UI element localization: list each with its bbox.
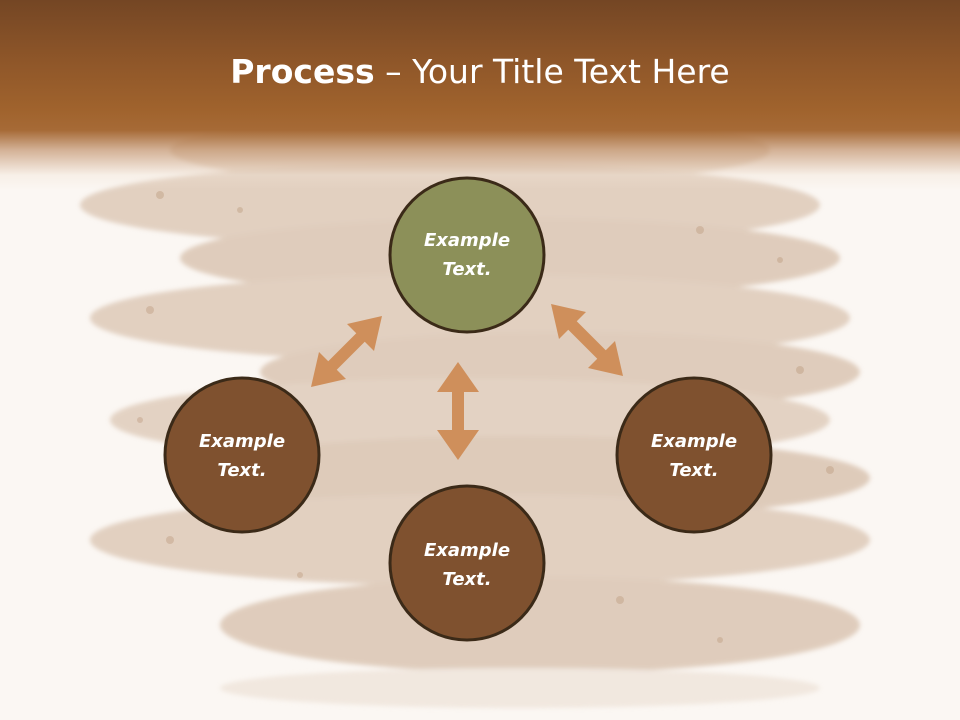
node-top-line2: Text. bbox=[442, 259, 491, 280]
arrow-top-left bbox=[311, 316, 382, 387]
node-left-line1: Example bbox=[199, 431, 285, 452]
title-bar bbox=[0, 0, 960, 190]
node-bottom-line1: Example bbox=[424, 540, 510, 561]
node-top-circle bbox=[388, 176, 546, 334]
arrow-vertical bbox=[437, 362, 479, 460]
title-strong: Process bbox=[230, 52, 375, 91]
node-bottom: Example Text. bbox=[388, 484, 546, 642]
slide-title: Process – Your Title Text Here bbox=[0, 52, 960, 91]
node-bottom-circle bbox=[388, 484, 546, 642]
node-left: Example Text. bbox=[163, 376, 321, 534]
node-right: Example Text. bbox=[615, 376, 773, 534]
node-right-circle bbox=[615, 376, 773, 534]
node-left-circle bbox=[163, 376, 321, 534]
title-rest: – Your Title Text Here bbox=[374, 52, 730, 91]
node-right-line1: Example bbox=[651, 431, 737, 452]
node-top-line1: Example bbox=[424, 230, 510, 251]
arrow-top-right bbox=[551, 304, 623, 376]
node-left-line2: Text. bbox=[217, 460, 266, 481]
node-bottom-line2: Text. bbox=[442, 569, 491, 590]
node-right-line2: Text. bbox=[669, 460, 718, 481]
node-top: Example Text. bbox=[388, 176, 546, 334]
